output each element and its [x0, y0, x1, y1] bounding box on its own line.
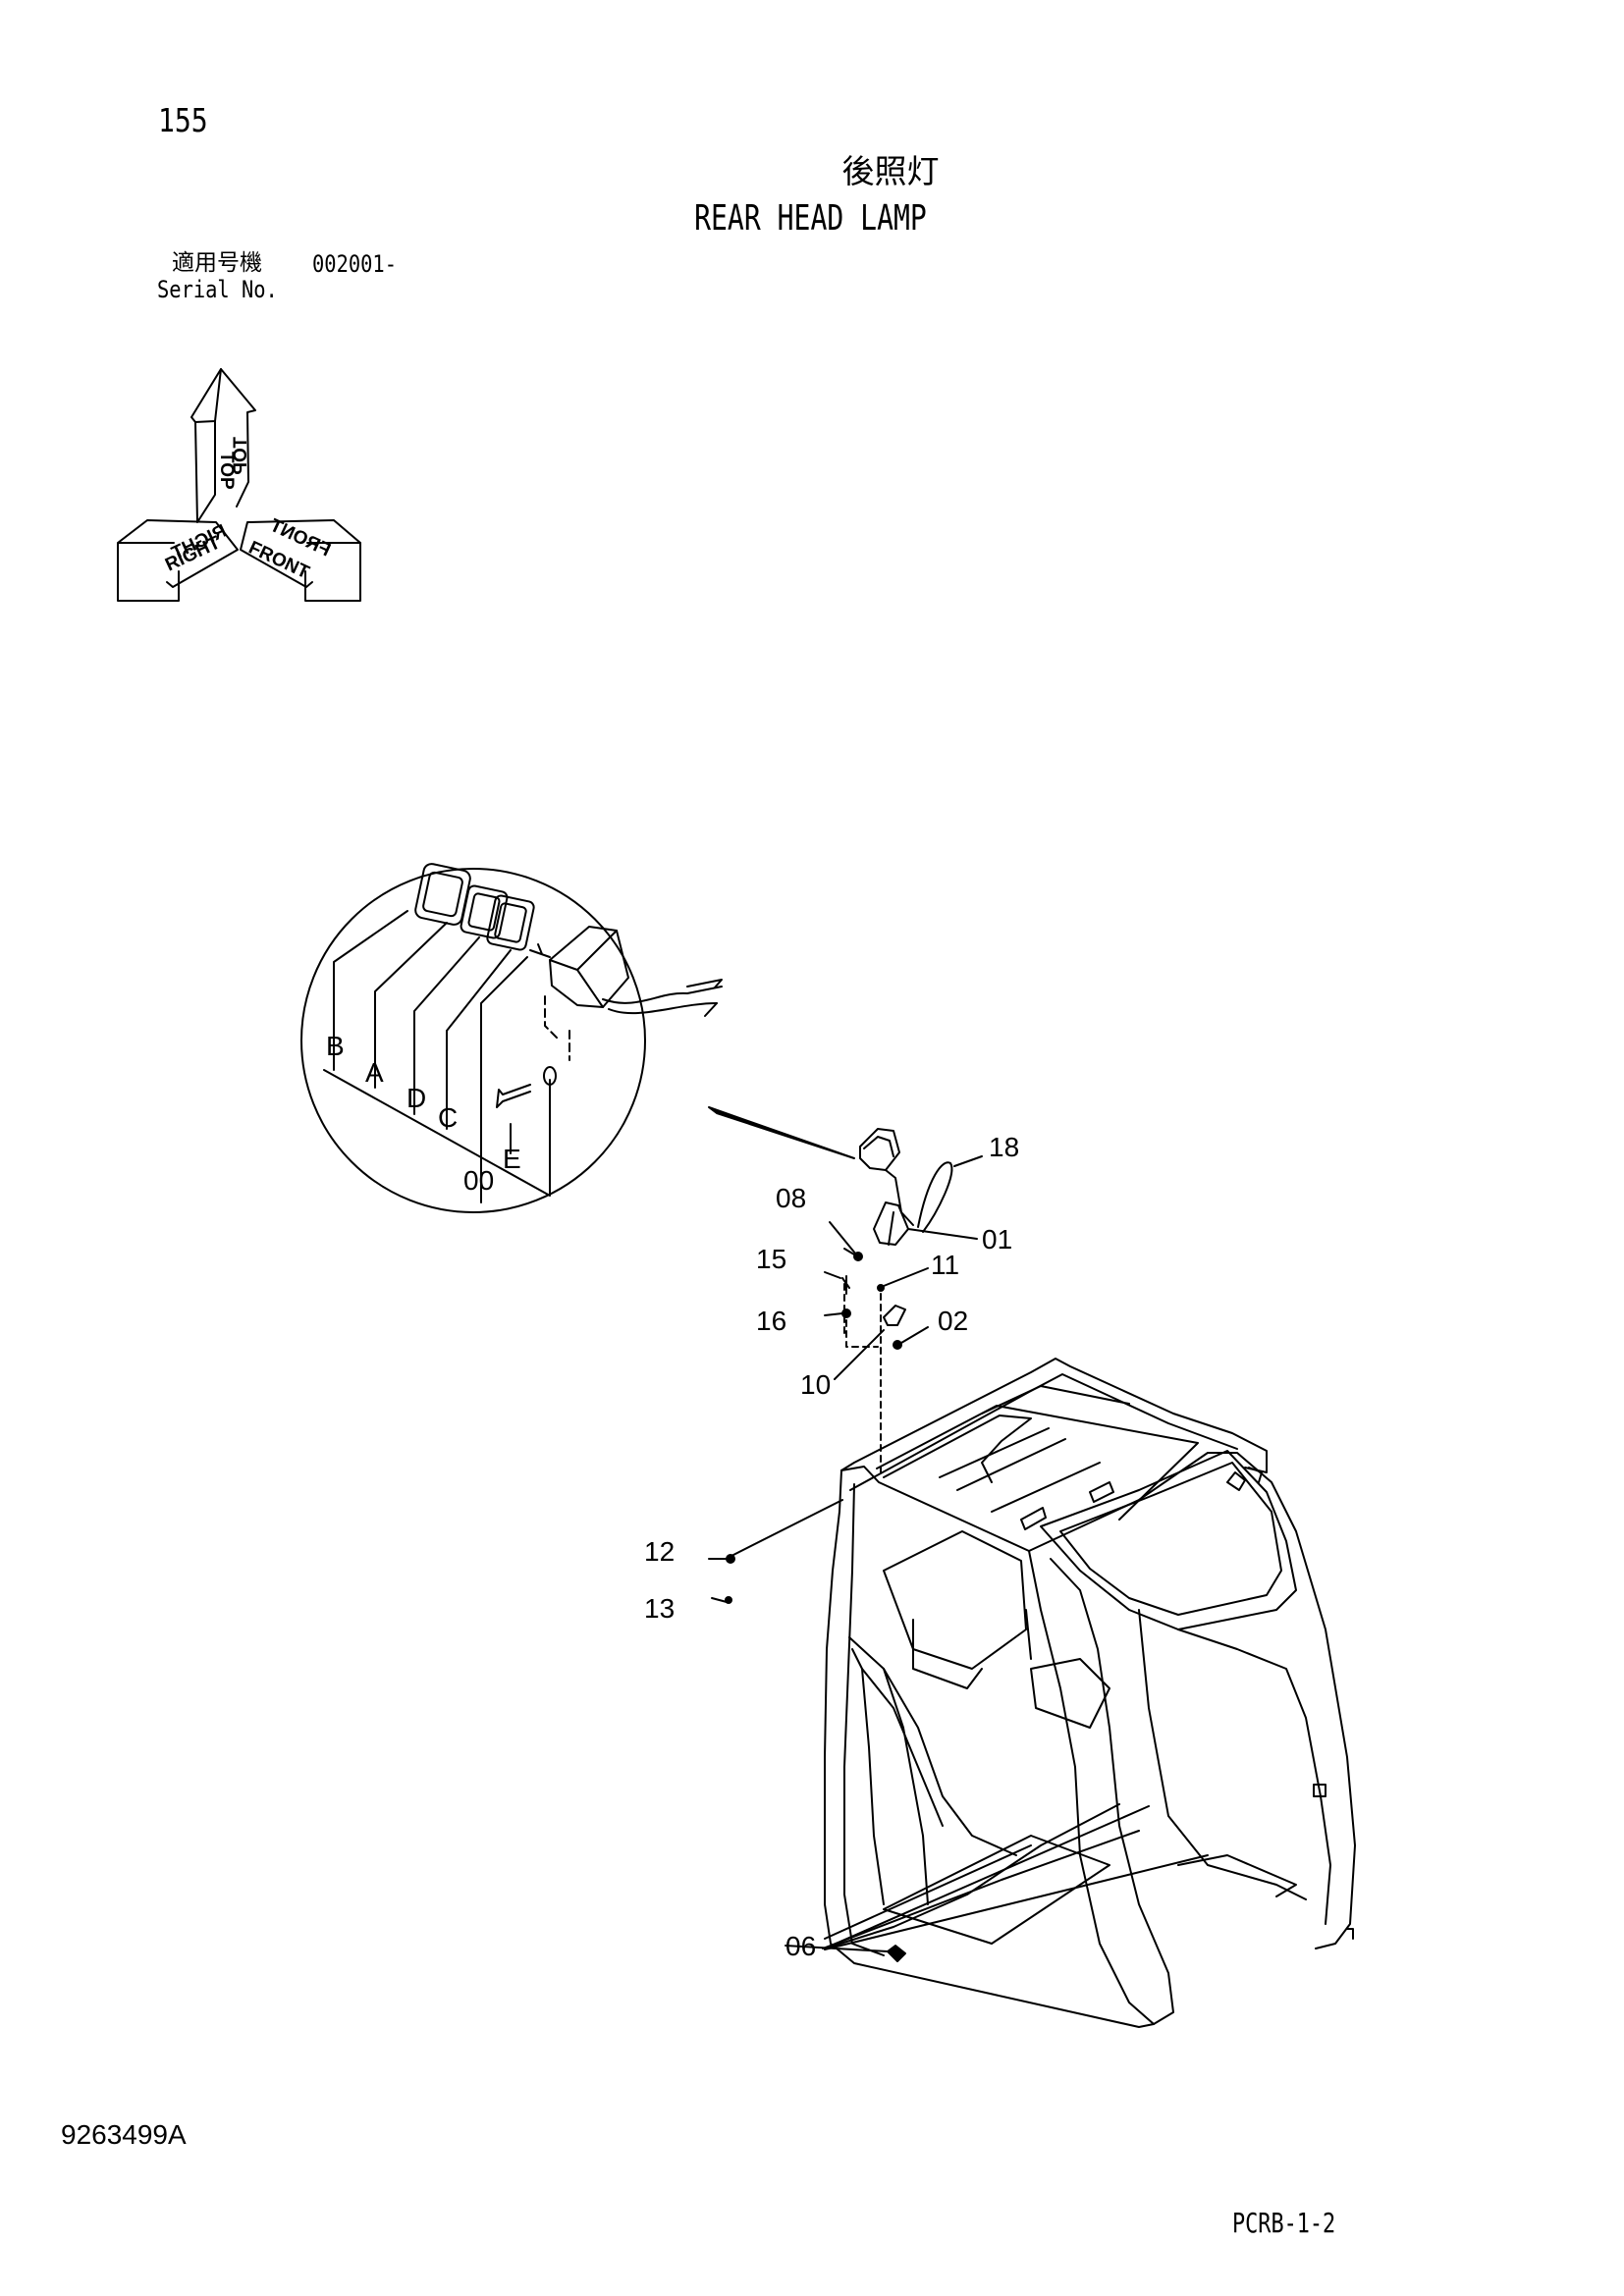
callout-b: B — [326, 1031, 345, 1061]
front-arrow — [240, 519, 361, 602]
callout-10: 10 — [800, 1369, 831, 1400]
bracket-dashes — [544, 995, 570, 1061]
callout-a: A — [365, 1057, 384, 1088]
detail-leaders — [323, 910, 551, 1203]
lamp-stem — [885, 1169, 914, 1226]
serial-value: 002001- — [312, 250, 397, 278]
detail-circle — [300, 868, 646, 1213]
lens-frames — [460, 884, 535, 951]
serial-label-en: Serial No. — [157, 276, 278, 303]
cab-roof-edge — [840, 1358, 1268, 1473]
callout-06: 06 — [785, 1931, 816, 1961]
callout-12: 12 — [644, 1536, 675, 1567]
page-title-jp: 後照灯 — [841, 152, 940, 190]
callout-11: 11 — [931, 1250, 959, 1280]
cab-outer — [840, 1452, 1356, 1949]
cab-floor — [883, 1835, 1110, 1945]
page-number: 155 — [158, 101, 208, 139]
callout-00: 00 — [463, 1165, 494, 1196]
callout-d: D — [406, 1083, 426, 1113]
page-title-en: REAR HEAD LAMP — [694, 198, 927, 239]
part-callout-labels: 18 08 01 15 11 16 02 10 12 13 06 — [644, 1132, 1019, 1961]
door-edge — [848, 1636, 1017, 1856]
top-arrow — [190, 368, 256, 523]
drawing-number: 9263499A — [61, 2119, 187, 2150]
lamp-body — [529, 926, 629, 1008]
front-pillar — [1028, 1550, 1174, 2025]
orientation-indicator: TOP TOP RIGHT RIGHT FRONT FRONT — [117, 368, 361, 602]
detail-callout-labels: B A D C 00 E — [326, 1031, 521, 1196]
callout-15: 15 — [756, 1244, 786, 1274]
rear-lamp — [859, 1128, 900, 1171]
screw-e — [496, 1066, 557, 1108]
lamp-cable — [602, 986, 723, 1015]
callout-13: 13 — [644, 1593, 675, 1624]
callout-e: E — [503, 1144, 521, 1174]
top-label-b: TOP — [231, 437, 251, 475]
bracket — [873, 1201, 909, 1246]
callout-02: 02 — [938, 1306, 968, 1336]
detail-pointer — [708, 1106, 855, 1159]
cab-frame — [708, 1358, 1356, 2028]
part-06-nut — [887, 1945, 906, 1962]
roof-panel — [883, 1415, 1032, 1483]
rear-window — [883, 1530, 1027, 1670]
right-arrow — [117, 519, 239, 602]
lamp-assembly — [824, 1128, 983, 1473]
mount-plate — [883, 1305, 906, 1326]
top-label-a: TOP — [216, 452, 237, 490]
cable-loop — [917, 1161, 953, 1233]
callout-c: C — [438, 1102, 458, 1133]
callout-18: 18 — [989, 1132, 1019, 1162]
detail-view — [300, 863, 855, 1213]
serial-label-jp: 適用号機 — [172, 250, 262, 276]
page-code: PCRB-1-2 — [1232, 2207, 1336, 2239]
front-window — [1040, 1450, 1297, 1630]
callout-08: 08 — [776, 1183, 806, 1213]
callout-16: 16 — [756, 1306, 786, 1336]
callout-01: 01 — [982, 1224, 1012, 1255]
